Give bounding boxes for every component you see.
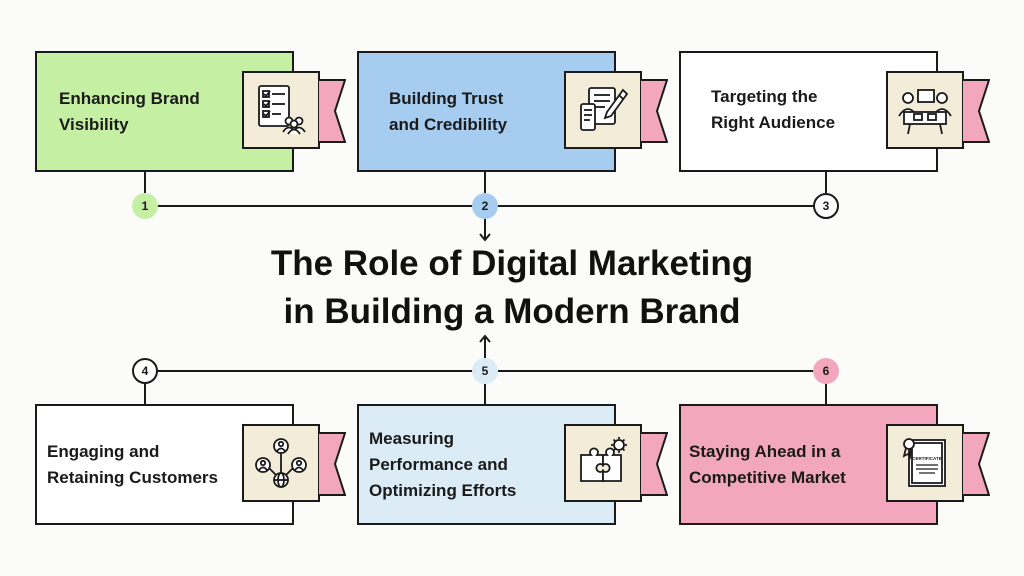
stem-6: [825, 383, 827, 405]
step-number-3: 3: [813, 193, 839, 219]
title-line-2: in Building a Modern Brand: [283, 292, 741, 331]
page-title: The Role of Digital Marketing in Buildin…: [0, 240, 1024, 336]
stem-5: [484, 383, 486, 405]
certificate-icon: CERTIFICATE: [886, 424, 964, 502]
puzzle-gear-icon: [564, 424, 642, 502]
ribbon-icon: [962, 432, 990, 496]
stem-3: [825, 171, 827, 193]
ribbon-icon: [640, 79, 668, 143]
stem-4: [144, 383, 146, 405]
document-pen-icon: [564, 71, 642, 149]
up-arrow-icon: [479, 334, 491, 359]
certificate-word: CERTIFICATE: [912, 456, 941, 461]
ribbon-icon: [640, 432, 668, 496]
audience-meeting-icon: [886, 71, 964, 149]
checklist-team-icon: [242, 71, 320, 149]
step-number-2: 2: [472, 193, 498, 219]
ribbon-icon: [318, 432, 346, 496]
step-number-5: 5: [472, 358, 498, 384]
step-number-6: 6: [813, 358, 839, 384]
step-number-4: 4: [132, 358, 158, 384]
stem-2: [484, 171, 486, 193]
stem-1: [144, 171, 146, 193]
ribbon-icon: [962, 79, 990, 143]
title-line-1: The Role of Digital Marketing: [270, 244, 754, 283]
ribbon-icon: [318, 79, 346, 143]
customer-network-icon: [242, 424, 320, 502]
down-arrow-icon: [479, 217, 491, 242]
step-number-1: 1: [132, 193, 158, 219]
